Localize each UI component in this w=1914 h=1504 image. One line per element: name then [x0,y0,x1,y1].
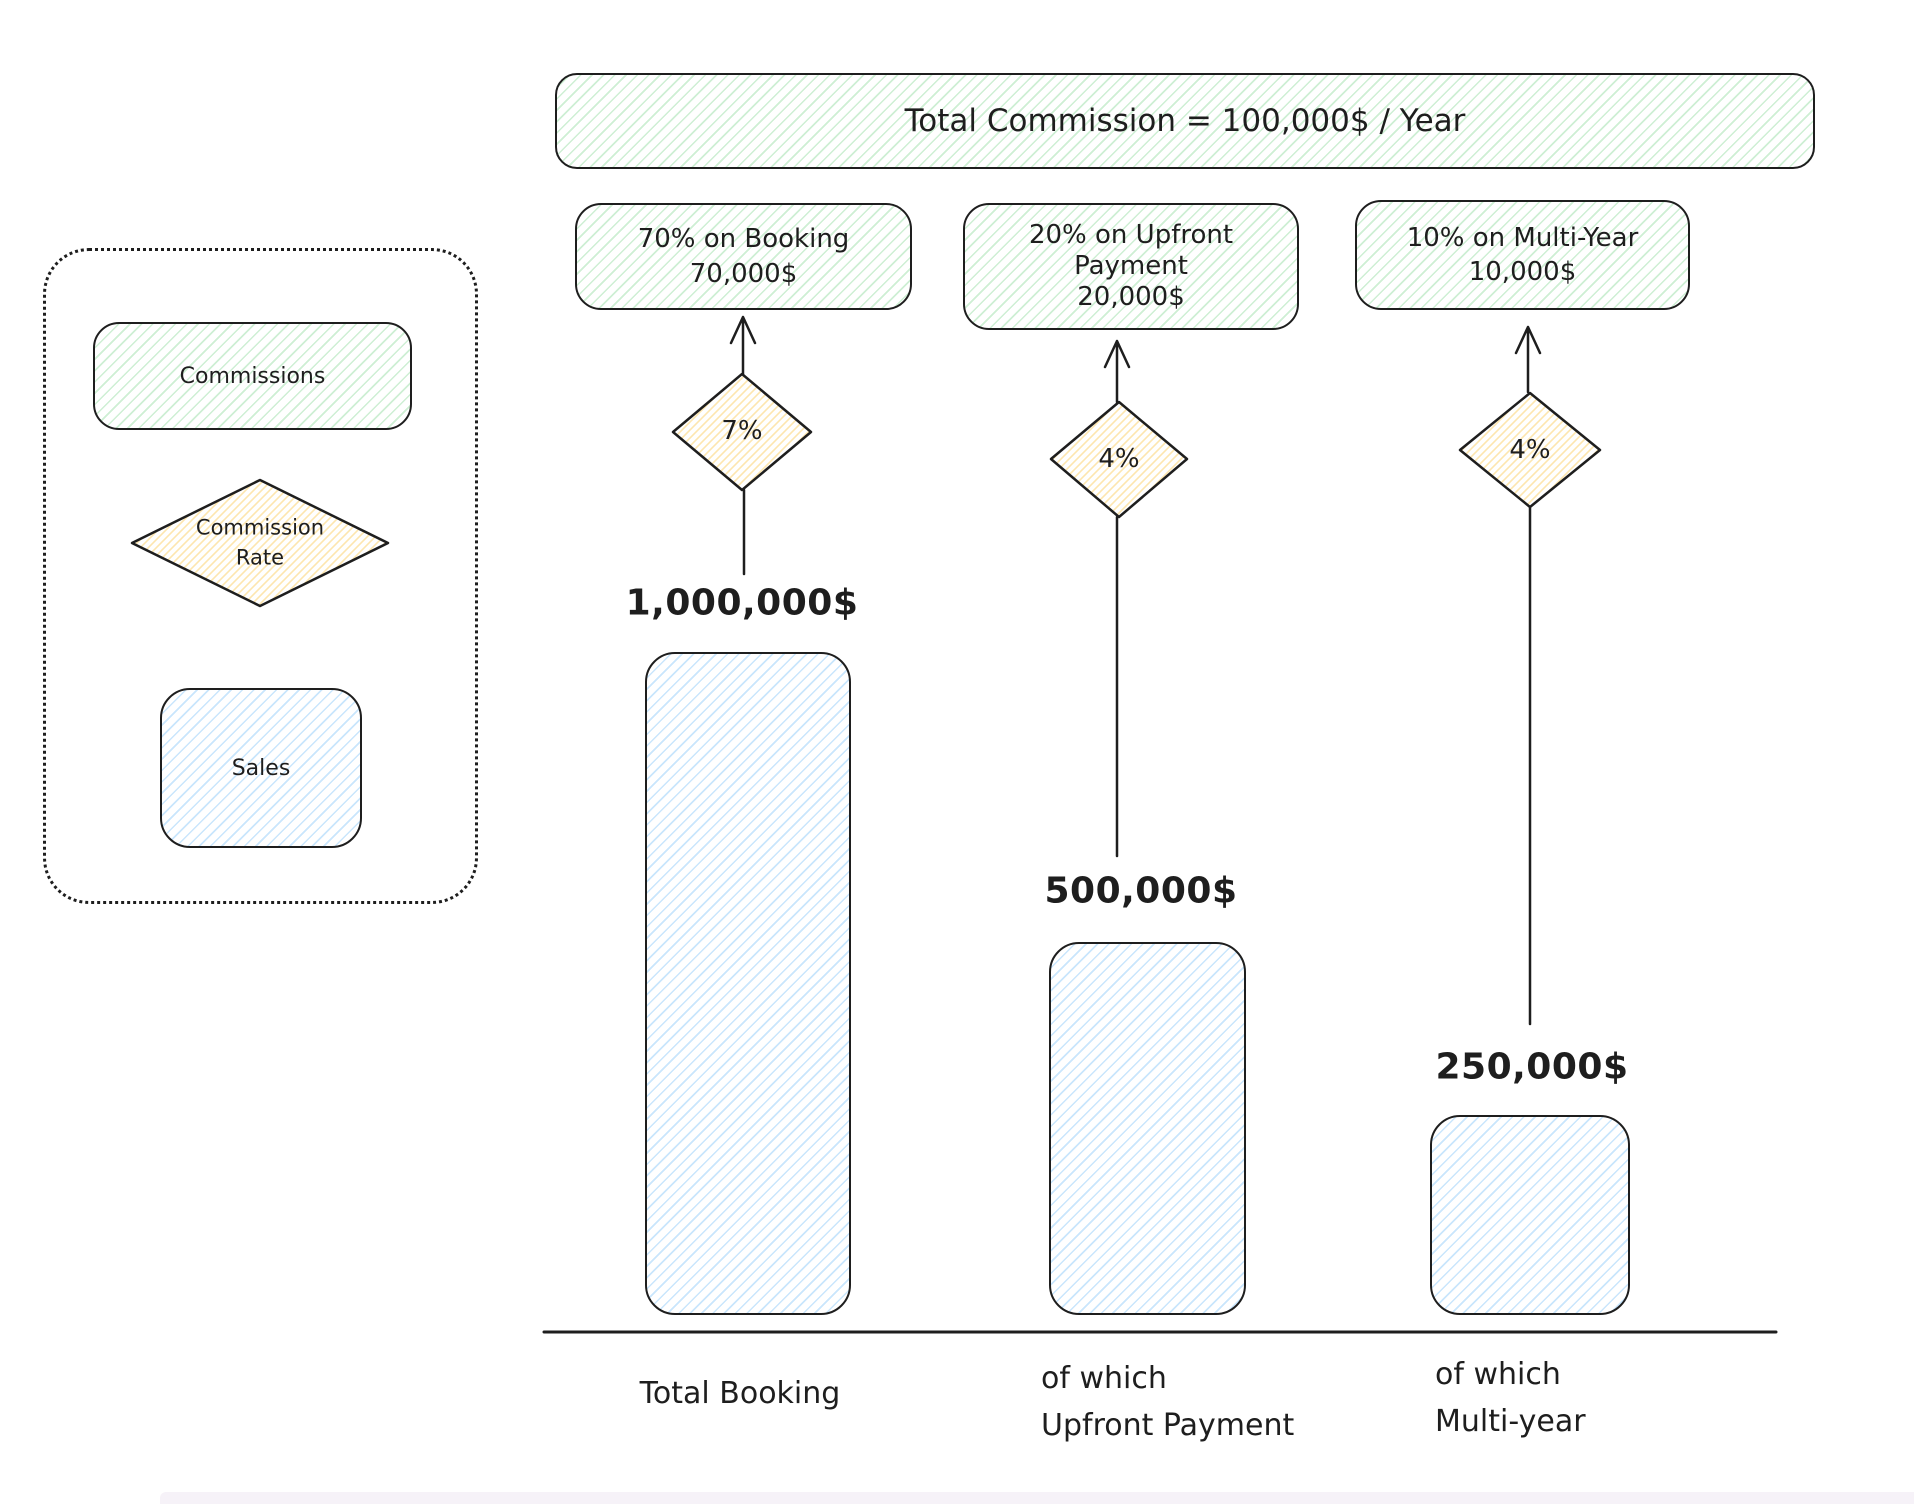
legend-commissions-label: Commissions [179,363,326,389]
total-commission-banner: Total Commission = 100,000$ / Year [555,73,1815,169]
rate-diamond-upfront [1049,400,1189,519]
commission-box-multiyear-text: 10% on Multi-Year 10,000$ [1407,221,1639,290]
axis-label-multiyear: of which Multi-year [1435,1352,1586,1445]
rate-diamond-booking [671,372,813,492]
rate-label-multiyear: 4% [1509,435,1551,465]
legend-commissions-box: Commissions [93,322,412,430]
axis-line: Total Booking [639,1375,841,1411]
commission-line: 10% on Multi-Year [1406,222,1639,253]
commission-line: Payment [1074,250,1188,281]
commission-box-booking: 70% on Booking 70,000$ [575,203,912,310]
sales-bar-upfront [1049,942,1246,1315]
arrow-upfront [1103,339,1131,404]
legend-rate-label: Commission Rate [150,513,370,574]
axis-label-booking: Total Booking [640,1371,841,1418]
sales-value-multiyear: 250,000$ [1435,1046,1629,1088]
axis-line: of which [1435,1357,1561,1392]
sales-bar-booking [645,652,851,1315]
legend-sales-label: Sales [231,755,291,781]
axis-line: of which [1041,1361,1167,1396]
commission-line: 20% on Upfront [1028,219,1234,250]
sales-value-booking: 1,000,000$ [625,582,859,624]
axis-line: Upfront Payment [1041,1407,1295,1443]
commission-box-upfront-text: 20% on Upfront Payment 20,000$ [1029,220,1233,314]
commission-line: 70% on Booking [637,224,850,255]
commission-line: 10,000$ [1468,257,1577,287]
bottom-edge-strip [160,1492,1914,1504]
legend-sales-box: Sales [160,688,362,848]
commission-line: 70,000$ [689,258,798,289]
total-commission-label: Total Commission = 100,000$ / Year [904,103,1466,139]
commission-box-upfront: 20% on Upfront Payment 20,000$ [963,203,1299,330]
legend-rate-diamond [130,478,390,608]
rate-label-booking: 7% [721,416,763,446]
sales-bar-multiyear [1430,1115,1630,1315]
commission-box-booking-text: 70% on Booking 70,000$ [638,222,850,291]
arrow-booking [729,315,757,376]
arrow-multiyear [1514,325,1542,394]
sales-value-upfront: 500,000$ [1044,870,1238,912]
rate-label-upfront: 4% [1098,444,1140,474]
rate-diamond-multiyear [1458,391,1602,509]
commission-box-multiyear: 10% on Multi-Year 10,000$ [1355,200,1690,310]
axis-line: Multi-year [1435,1403,1586,1439]
commission-line: 20,000$ [1077,282,1185,313]
legend-frame [43,248,478,904]
legend-rate-line: Commission [195,515,325,540]
legend-rate-line: Rate [235,546,285,570]
axis-label-upfront: of which Upfront Payment [1041,1356,1294,1449]
